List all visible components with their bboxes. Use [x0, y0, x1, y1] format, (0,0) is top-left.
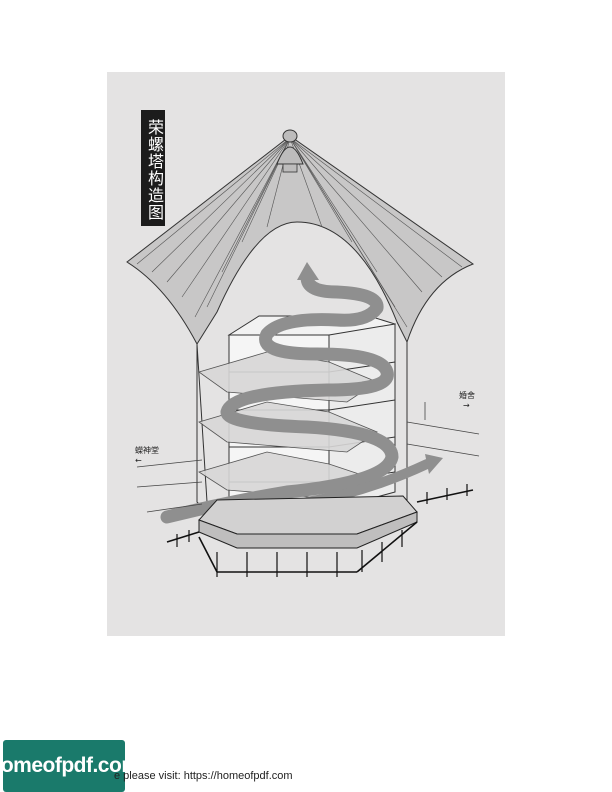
figure-panel: 荣螺塔构造图 婚舍 → 蠑神堂 ← — [107, 72, 505, 636]
label-shrine-hall: 蠑神堂 — [135, 445, 159, 456]
base-platform — [199, 496, 417, 548]
homeofpdf-logo[interactable]: homeofpdf.com — [3, 740, 125, 792]
label-marriage-hall: 婚舍 — [459, 390, 475, 401]
arrow-left-icon: ← — [135, 456, 142, 465]
footer-visit-link[interactable]: e please visit: https://homeofpdf.com — [114, 770, 293, 782]
arrow-right-icon: → — [463, 401, 470, 410]
pagoda-illustration — [107, 72, 505, 636]
figure-title: 荣螺塔构造图 — [141, 110, 165, 226]
pagoda-roof — [127, 130, 473, 344]
